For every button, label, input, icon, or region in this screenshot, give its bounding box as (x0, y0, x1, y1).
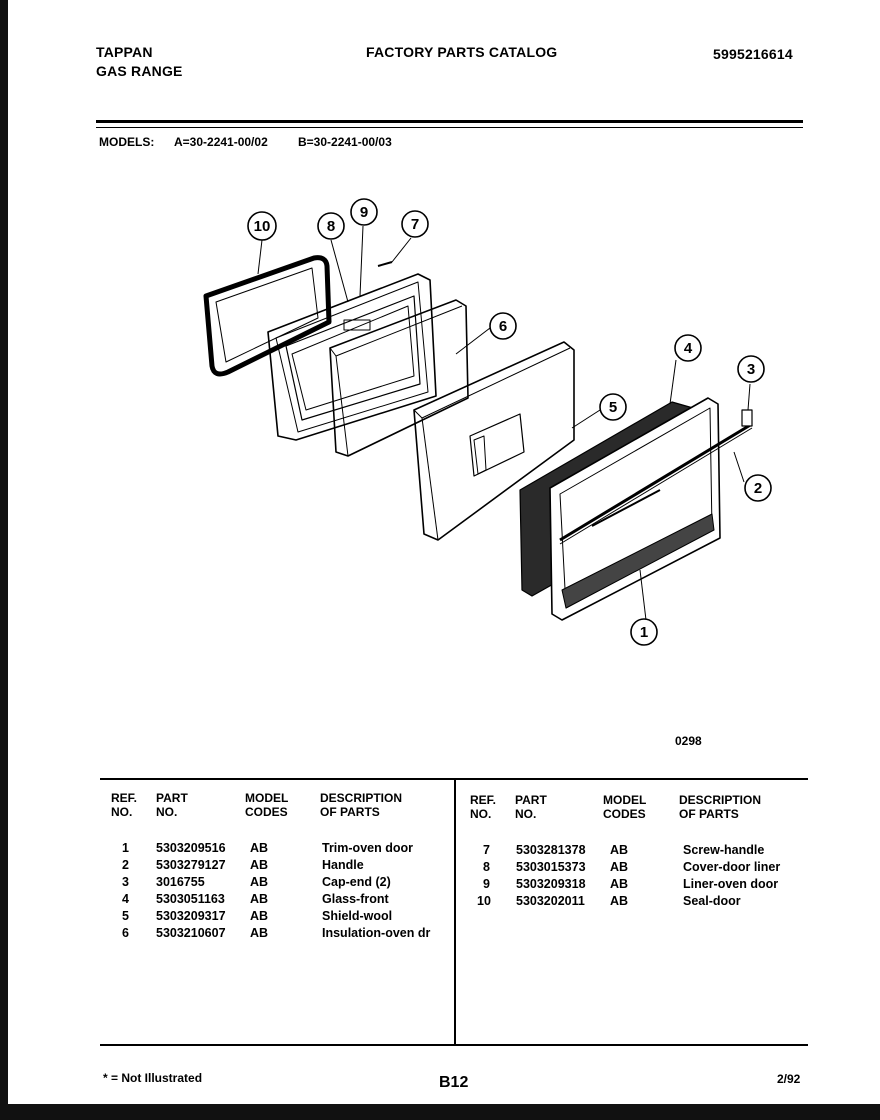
left-code-cell: AB (250, 892, 269, 906)
left-code-cell: AB (250, 841, 269, 855)
left-ref-cell: 2 (122, 858, 129, 872)
left-ref-cell: 5 (122, 909, 129, 923)
svg-text:8: 8 (327, 218, 335, 235)
left-code-cell: AB (250, 858, 269, 872)
callout-1: 1 (630, 618, 658, 646)
callout-7: 7 (401, 210, 429, 238)
right-part-cell: 5303281378 (516, 843, 586, 857)
svg-text:4: 4 (684, 340, 693, 357)
right-code-cell: AB (610, 877, 629, 891)
right-desc-cell: Seal-door (683, 894, 741, 908)
svg-text:1: 1 (640, 624, 648, 641)
left-part-cell: 5303051163 (156, 892, 225, 906)
right-desc-cell: Cover-door liner (683, 860, 781, 874)
left-ref-header: REF.NO. (111, 791, 138, 819)
left-ref-cell: 6 (122, 926, 129, 940)
model-a: A=30-2241-00/02 (174, 135, 268, 149)
svg-text:5: 5 (609, 399, 617, 416)
callout-2: 2 (744, 474, 772, 502)
left-desc-cell: Cap-end (2) (322, 875, 391, 889)
left-desc-cell: Glass-front (322, 892, 389, 906)
callout-5: 5 (599, 393, 627, 421)
table-center-divider (454, 780, 456, 1044)
left-ref-cell: 4 (122, 892, 129, 906)
svg-text:6: 6 (499, 318, 507, 335)
svg-text:3: 3 (747, 361, 755, 378)
product-name: GAS RANGE (96, 63, 183, 79)
callout-9: 9 (350, 198, 378, 226)
callout-3: 3 (737, 355, 765, 383)
header-rule-thick (96, 120, 803, 123)
part-seal-door (203, 255, 332, 377)
table-bottom-rule (100, 1044, 808, 1046)
right-ref-cell: 9 (483, 877, 490, 891)
part-screw-handle (377, 261, 393, 267)
page-number: B12 (439, 1074, 469, 1091)
left-code-cell: AB (250, 926, 269, 940)
part-cap-end (741, 409, 753, 427)
right-ref-header: REF.NO. (470, 793, 497, 821)
callout-10: 10 (247, 211, 277, 241)
left-desc-cell: Shield-wool (322, 909, 393, 923)
catalog-title: FACTORY PARTS CATALOG (366, 44, 558, 60)
model-b: B=30-2241-00/03 (298, 135, 392, 149)
left-ref-cell: 1 (122, 841, 129, 855)
models-label: MODELS: (99, 135, 155, 149)
scan-edge-bottom (0, 1104, 880, 1120)
not-illustrated-note: * = Not Illustrated (103, 1071, 203, 1085)
right-ref-cell: 8 (483, 860, 490, 874)
part-insulation (329, 299, 469, 457)
figure-code: 0298 (675, 734, 702, 748)
part-liner-oven-door (267, 273, 437, 441)
left-part-cell: 5303209516 (156, 841, 226, 855)
part-shield-wool (413, 341, 575, 541)
svg-text:2: 2 (754, 480, 762, 497)
revision-date: 2/92 (777, 1072, 801, 1086)
callout-4: 4 (674, 334, 702, 362)
left-code-cell: AB (250, 875, 269, 889)
right-desc-cell: Screw-handle (683, 843, 765, 857)
right-desc-cell: Liner-oven door (683, 877, 779, 891)
right-part-cell: 5303202011 (516, 894, 585, 908)
svg-text:10: 10 (254, 218, 271, 235)
left-desc-cell: Trim-oven door (322, 841, 413, 855)
brand-name: TAPPAN (96, 44, 153, 60)
scan-edge-left (0, 0, 8, 1120)
right-ref-cell: 7 (483, 843, 490, 857)
header-rule-thin (96, 127, 803, 128)
part-handle (559, 422, 753, 545)
left-part-cell: 5303209317 (156, 909, 226, 923)
part-trim-oven-door (549, 397, 721, 621)
left-desc-cell: Handle (322, 858, 364, 872)
svg-text:7: 7 (411, 216, 419, 233)
right-code-cell: AB (610, 843, 629, 857)
left-ref-cell: 3 (122, 875, 129, 889)
table-top-rule (100, 778, 808, 780)
right-part-cell: 5303209318 (516, 877, 586, 891)
left-part-cell: 5303210607 (156, 926, 226, 940)
catalog-number: 5995216614 (713, 46, 793, 62)
left-part-cell: 5303279127 (156, 858, 226, 872)
callout-6: 6 (489, 312, 517, 340)
left-code-cell: AB (250, 909, 269, 923)
left-desc-cell: Insulation-oven dr (322, 926, 431, 940)
right-ref-cell: 10 (477, 894, 491, 908)
right-code-cell: AB (610, 894, 629, 908)
left-part-cell: 3016755 (156, 875, 205, 889)
right-part-cell: 5303015373 (516, 860, 586, 874)
svg-text:9: 9 (360, 204, 368, 221)
callout-8: 8 (317, 212, 345, 240)
oven-door-exploded-diagram: 10 8 9 7 6 5 4 3 2 1 (203, 198, 772, 646)
right-code-cell: AB (610, 860, 629, 874)
